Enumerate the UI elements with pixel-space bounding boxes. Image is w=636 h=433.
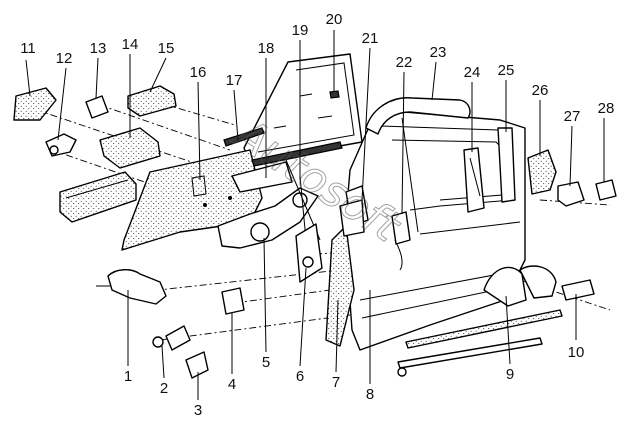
callout-2: 2 <box>160 380 168 397</box>
callout-12: 12 <box>56 50 73 67</box>
callout-3: 3 <box>194 402 202 419</box>
callout-4: 4 <box>228 376 236 393</box>
callout-23: 23 <box>430 44 447 61</box>
callout-16: 16 <box>190 64 207 81</box>
belt-molding <box>223 127 265 147</box>
striker-block <box>221 287 245 315</box>
callout-1: 1 <box>124 368 132 385</box>
leader-lines <box>25 30 605 400</box>
mirror-clip <box>45 133 77 157</box>
callout-10: 10 <box>568 344 585 361</box>
callout-5: 5 <box>262 354 270 371</box>
callout-19: 19 <box>292 22 309 39</box>
callout-8: 8 <box>366 386 374 403</box>
callout-6: 6 <box>296 368 304 385</box>
inner-seal <box>231 141 343 193</box>
callout-17: 17 <box>226 72 243 89</box>
callout-20: 20 <box>326 11 343 28</box>
armrest <box>59 171 137 223</box>
mirror-base <box>13 87 57 121</box>
lock-cylinder <box>152 325 191 351</box>
callout-15: 15 <box>158 40 175 57</box>
callout-24: 24 <box>464 64 481 81</box>
regulator-arm <box>295 223 323 283</box>
callout-22: 22 <box>396 54 413 71</box>
callout-7: 7 <box>332 374 340 391</box>
lock-knob <box>557 181 585 207</box>
grommet <box>595 179 617 201</box>
trim-clip <box>85 95 109 119</box>
run-channel <box>463 147 485 213</box>
callout-26: 26 <box>532 82 549 99</box>
speaker-cover <box>99 127 161 169</box>
lower-rod <box>397 279 595 377</box>
callout-13: 13 <box>90 40 107 57</box>
callout-14: 14 <box>122 36 139 53</box>
callout-28: 28 <box>598 100 615 117</box>
callout-9: 9 <box>506 366 514 383</box>
clip-bracket <box>185 351 209 379</box>
window-regulator <box>217 159 321 249</box>
outer-handle <box>96 269 167 305</box>
callout-27: 27 <box>564 108 581 125</box>
callout-18: 18 <box>258 40 275 57</box>
callout-21: 21 <box>362 30 379 47</box>
latch-link <box>391 211 411 245</box>
rear-channel <box>497 127 516 203</box>
callout-labels: 1 2 3 4 5 6 7 8 9 10 11 12 13 14 15 16 1… <box>20 11 614 419</box>
inner-handle <box>483 265 557 307</box>
pull-cup <box>127 85 177 117</box>
callout-25: 25 <box>498 62 515 79</box>
frame-molding <box>365 97 471 135</box>
switch-bezel <box>527 149 557 195</box>
callout-11: 11 <box>20 40 36 57</box>
